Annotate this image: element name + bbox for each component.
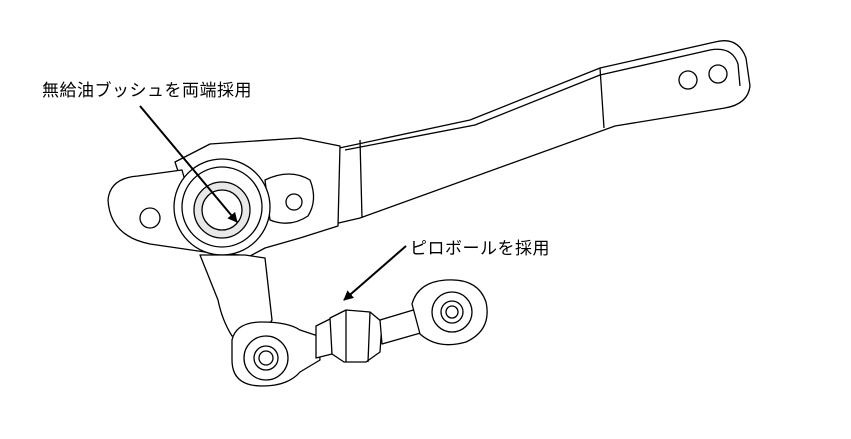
- lever-edge-line: [359, 139, 363, 219]
- lever-bend-line: [599, 67, 605, 129]
- lever-hole-2: [708, 64, 728, 84]
- hex-nut: [329, 309, 383, 363]
- lower-arm: [199, 254, 273, 337]
- lever-hole-1: [678, 70, 698, 90]
- bushing-callout-label: 無給油ブッシュを両端採用: [42, 81, 252, 101]
- bushing-arrow: [139, 105, 238, 223]
- bushing-bore: [201, 189, 243, 231]
- lever-arm: [329, 40, 751, 226]
- pillow-ball-arrow: [343, 245, 407, 301]
- lever-arm-face: [344, 48, 741, 151]
- pillow-ball-callout-label: ピロボールを採用: [410, 239, 550, 259]
- linkage-rod: [315, 317, 333, 359]
- lower-rod-end-bore: [258, 350, 274, 366]
- right-lug-hole: [285, 193, 303, 211]
- upper-rod-end-bore: [445, 305, 459, 319]
- left-lug-hole: [139, 207, 161, 229]
